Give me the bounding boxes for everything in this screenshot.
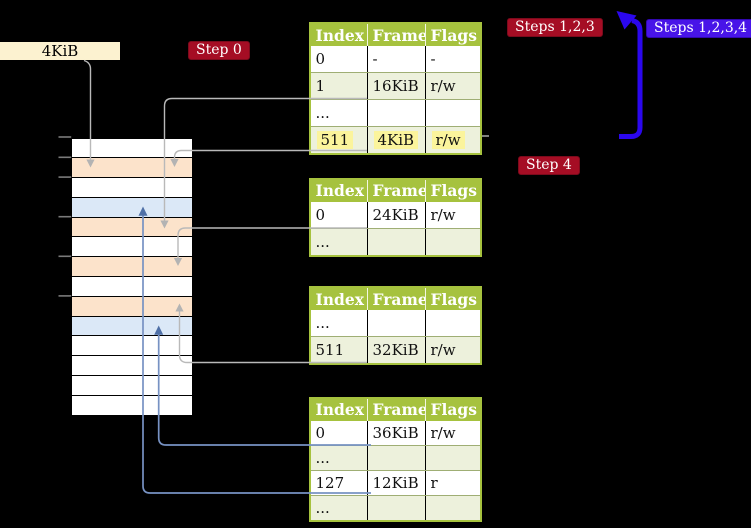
table-cell xyxy=(366,445,425,470)
table-cell: 511 xyxy=(315,341,345,359)
memory-row-free xyxy=(71,336,192,357)
column-header: Frame xyxy=(366,24,425,46)
table-cell: 16KiB xyxy=(366,73,425,99)
table-row: ... xyxy=(310,227,480,255)
table-row: ... xyxy=(310,444,480,470)
recursive-loop-arrow xyxy=(619,18,643,139)
memory-row-table xyxy=(71,257,192,278)
table-row: 0 -- xyxy=(311,46,480,72)
table-cell xyxy=(366,228,425,255)
memory-row-table xyxy=(71,296,192,317)
table-cell: - xyxy=(424,46,479,72)
table-row: ... xyxy=(311,310,480,336)
table-cell: r/w xyxy=(424,201,479,228)
table-row: ... xyxy=(310,99,480,126)
highlighted-value: 511 xyxy=(316,131,354,149)
table-cell: ... xyxy=(315,232,330,251)
memory-row-free xyxy=(71,178,192,198)
physical-memory-column xyxy=(71,137,192,416)
table-cell xyxy=(366,495,425,520)
table-cell: r xyxy=(424,470,479,495)
table-row: 511 4KiB r/w xyxy=(310,126,480,153)
step4-badge: Step 4 xyxy=(518,156,580,175)
column-header: Flags xyxy=(424,288,479,310)
table-cell: ... xyxy=(315,104,330,122)
table-cell: r/w xyxy=(424,127,479,153)
column-header: Index xyxy=(315,181,364,200)
table-cell: 36KiB xyxy=(366,420,425,445)
memory-row-free xyxy=(71,376,192,396)
step0-badge: Step 0 xyxy=(188,41,250,60)
memory-row-mapped xyxy=(71,197,192,218)
column-header: Frame xyxy=(366,179,425,202)
table-cell: r/w xyxy=(424,420,479,445)
memory-row-free xyxy=(71,237,192,258)
table-cell: 127 xyxy=(315,473,345,492)
table-cell: r/w xyxy=(424,337,479,363)
memory-row-free xyxy=(71,395,192,416)
table-cell: 511 xyxy=(311,127,367,153)
column-header: Flags xyxy=(424,398,479,421)
memory-row-free xyxy=(71,356,192,377)
column-header: Index xyxy=(315,25,364,45)
table-cell: r/w xyxy=(424,73,479,99)
frame-address-label: 4KiB xyxy=(0,42,120,60)
table-cell xyxy=(424,445,479,470)
table-cell xyxy=(424,228,479,255)
memory-row-table xyxy=(71,158,192,179)
memory-ticks xyxy=(58,136,72,297)
memory-row-free xyxy=(71,138,192,159)
highlighted-value: 4KiB xyxy=(373,131,419,149)
highlighted-value: r/w xyxy=(431,131,465,149)
table-cell xyxy=(366,100,425,126)
table-cell: - xyxy=(366,46,425,72)
table-cell: 0 xyxy=(315,205,326,224)
column-header: Flags xyxy=(424,24,479,46)
table-cell xyxy=(424,495,479,520)
table-cell: 4KiB xyxy=(366,127,425,153)
table-cell: ... xyxy=(315,498,330,517)
table-cell xyxy=(424,310,479,336)
memory-row-table xyxy=(71,217,192,238)
steps123-badge: Steps 1,2,3 xyxy=(507,18,603,37)
memory-row-free xyxy=(71,277,192,297)
steps1234-badge: Steps 1,2,3,4 xyxy=(646,19,751,38)
table-cell: ... xyxy=(315,448,330,467)
table-cell xyxy=(424,100,479,126)
column-header: Index xyxy=(315,400,364,419)
table-cell: 24KiB xyxy=(366,201,425,228)
table-cell: 12KiB xyxy=(366,470,425,495)
column-header: Flags xyxy=(424,179,479,202)
table-cell: 0 xyxy=(315,423,326,442)
column-header: Index xyxy=(315,289,364,309)
column-header: Frame xyxy=(366,398,425,421)
table-cell xyxy=(366,310,425,336)
arrow-up-left-icon xyxy=(616,11,637,30)
column-header: Frame xyxy=(366,288,425,310)
memory-row-mapped xyxy=(71,316,192,337)
table-cell: ... xyxy=(315,314,330,332)
table-cell: 1 xyxy=(315,77,326,95)
table-cell: 32KiB xyxy=(366,337,425,363)
table-row: ... xyxy=(310,494,480,520)
table-cell: 0 xyxy=(315,50,326,68)
